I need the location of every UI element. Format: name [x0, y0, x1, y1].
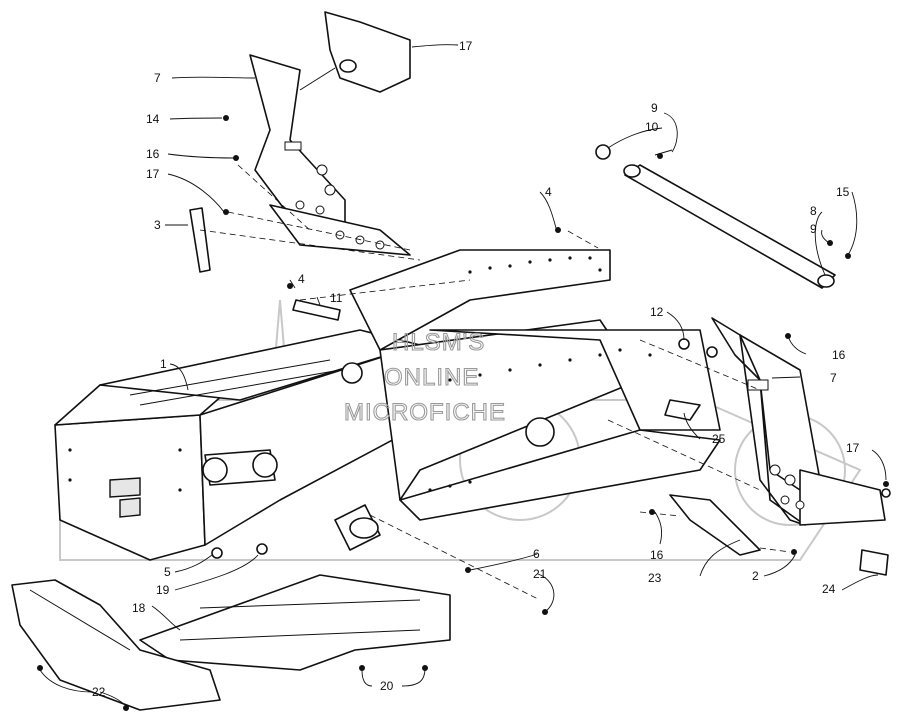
callout-5: 5	[164, 565, 171, 579]
callout-16-bottom: 16	[650, 548, 664, 562]
watermark: HLSM'S ONLINE MICROFICHE	[343, 328, 506, 426]
callout-2: 2	[752, 569, 759, 583]
callout-8: 8	[810, 204, 817, 218]
callout-4-right: 4	[545, 185, 552, 199]
callout-6: 6	[533, 547, 540, 561]
callout-16-right: 16	[832, 348, 846, 362]
callout-18: 18	[132, 601, 146, 615]
callout-9-right: 9	[810, 222, 817, 236]
callout-13: 17	[459, 39, 473, 53]
callout-24: 24	[822, 582, 836, 596]
callout-15: 15	[836, 185, 850, 199]
top-cap	[299, 11, 411, 93]
rivet-holes	[68, 256, 652, 492]
callout-17-left: 17	[146, 167, 160, 181]
front-bracket-right	[711, 317, 886, 526]
steering-post	[595, 144, 836, 289]
fasteners	[37, 115, 889, 711]
callout-23: 23	[648, 571, 662, 585]
callout-3: 3	[154, 218, 161, 232]
callout-12: 12	[650, 305, 664, 319]
belly-pan	[11, 579, 221, 711]
small-parts	[189, 207, 891, 576]
callout-16-left: 16	[146, 147, 160, 161]
callout-4-left: 4	[298, 272, 305, 286]
watermark-line-2: ONLINE	[384, 364, 479, 391]
callout-19: 19	[156, 583, 170, 597]
alignment-lines	[199, 164, 791, 601]
leader-lines	[39, 44, 887, 707]
callout-9-top: 9	[651, 101, 658, 115]
callout-20: 20	[380, 679, 394, 693]
watermark-line-3: MICROFICHE	[344, 399, 506, 426]
callout-22: 22	[92, 685, 106, 699]
skid-pan	[139, 574, 451, 671]
callout-10: 10	[645, 120, 659, 134]
callout-25: 25	[712, 432, 726, 446]
callout-7-left: 7	[154, 71, 161, 85]
callout-17-right: 17	[846, 441, 860, 455]
callout-11: 11	[330, 291, 343, 305]
callout-21: 21	[533, 567, 547, 581]
callout-1: 1	[160, 357, 167, 371]
watermark-line-1: HLSM'S	[392, 329, 485, 356]
callout-14: 14	[146, 112, 160, 126]
callout-labels: 17 7 14 16 17 3 4 11 1 4 9 10 15 8 9 12 …	[92, 39, 860, 699]
chassis-frame	[54, 249, 721, 561]
callout-7-right: 7	[830, 371, 837, 385]
